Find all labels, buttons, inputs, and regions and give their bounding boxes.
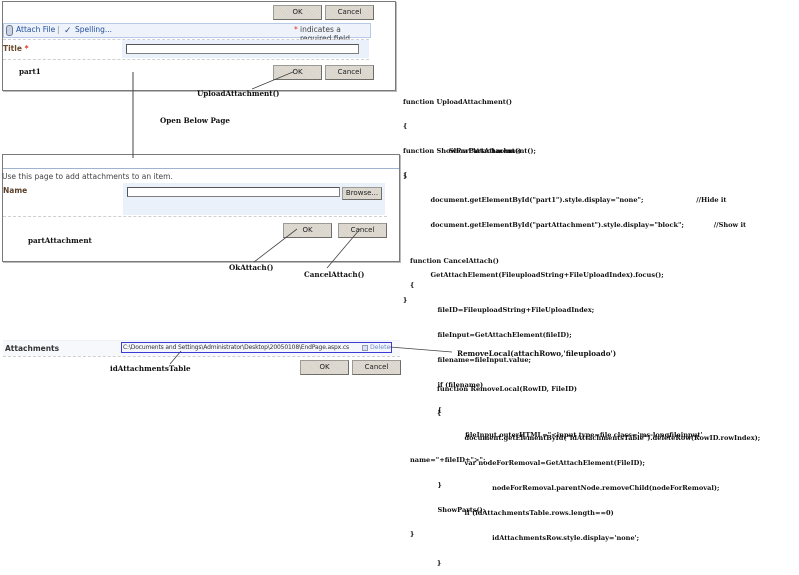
- code-line: {: [410, 281, 415, 290]
- spelling-link[interactable]: Spelling...: [75, 25, 113, 34]
- title-label: Title *: [3, 44, 29, 53]
- part-attachment-section-label: partAttachment: [28, 236, 92, 245]
- code-line: filename=fileInput.value;: [410, 356, 531, 365]
- ok-attach-button[interactable]: OK: [283, 223, 332, 238]
- cancel-attach-button[interactable]: Cancel: [338, 223, 387, 238]
- delete-link[interactable]: Delete: [370, 344, 391, 351]
- part1-section-label: part1: [19, 67, 41, 76]
- attach-file-link[interactable]: Attach File: [16, 25, 56, 34]
- remove-local-annotation: RemoveLocal(attachRowo,'fileuploado'): [457, 349, 617, 358]
- divider: [3, 59, 369, 60]
- code-line: fileInput.outerHTML="<input type=file cl…: [410, 430, 703, 439]
- code-line: function CancelAttach(): [410, 256, 499, 265]
- open-below-page-annotation: Open Below Page: [160, 116, 230, 125]
- spelling-icon: ✓: [64, 25, 72, 35]
- divider: [3, 39, 369, 40]
- upload-ok-button[interactable]: OK: [273, 65, 322, 80]
- code-line: function RemoveLocal(RowID, FileID): [437, 384, 578, 393]
- code-line: {: [403, 171, 408, 180]
- code-line: document.getElementById("part1").style.d…: [403, 196, 727, 205]
- upload-attachment-annotation: UploadAttachment(): [197, 89, 280, 98]
- required-note: indicates a required field: [300, 25, 350, 43]
- attachments-cancel-button[interactable]: Cancel: [352, 360, 401, 375]
- browse-button[interactable]: Browse...: [342, 187, 382, 200]
- code-line: idAttachmentsRow.style.display='none';: [437, 533, 640, 542]
- id-attachments-table-annotation: idAttachmentsTable: [110, 364, 191, 373]
- top-cancel-button[interactable]: Cancel: [325, 5, 374, 20]
- code-line: }: [403, 172, 408, 181]
- code-line: {: [410, 405, 442, 414]
- code-upload-attachment: function UploadAttachment() { ShowPartAt…: [403, 81, 536, 189]
- toolbar-separator: |: [57, 25, 60, 34]
- code-line: document.getElementById("partAttachment"…: [403, 221, 747, 230]
- code-line: document.getElementById("idAttachmentsTa…: [437, 434, 761, 443]
- divider: [3, 216, 387, 217]
- required-marker: *: [294, 25, 298, 34]
- code-remove-local: function RemoveLocal(RowID, FileID) { do…: [437, 368, 760, 575]
- code-line: if (idAttachmentsTable.rows.length==0): [437, 509, 614, 518]
- title-label-text: Title: [3, 44, 22, 53]
- cancel-attach-annotation: CancelAttach(): [304, 270, 365, 279]
- divider: [3, 356, 400, 357]
- paperclip-icon: [6, 25, 13, 36]
- code-line: {: [403, 122, 408, 131]
- code-line: }: [403, 295, 408, 304]
- code-line: function UploadAttachment(): [403, 97, 513, 106]
- title-required-marker: *: [24, 44, 29, 53]
- code-line: fileID=FileuploadString+FileUploadIndex;: [410, 306, 595, 315]
- code-line: var nodeForRemoval=GetAttachElement(File…: [437, 459, 645, 468]
- attachment-file-path: C:\Documents and Settings\Administrator\…: [123, 344, 349, 351]
- form-toolbar: Attach File | ✓ Spelling... * indicates …: [3, 23, 371, 43]
- instruction-text: Use this page to add attachments to an i…: [2, 172, 173, 181]
- code-line: }: [437, 558, 442, 567]
- code-line: GetAttachElement(FileuploadString+FileUp…: [403, 271, 664, 280]
- delete-icon: [362, 345, 368, 351]
- code-line: function ShowPartAttachment(): [403, 146, 522, 155]
- attachments-ok-button[interactable]: OK: [300, 360, 349, 375]
- upload-cancel-button[interactable]: Cancel: [325, 65, 374, 80]
- code-line: ShowPartAttachment();: [403, 147, 536, 156]
- title-input[interactable]: [126, 44, 359, 54]
- code-line: fileInput=GetAttachElement(fileID);: [410, 331, 572, 340]
- top-ok-button[interactable]: OK: [273, 5, 322, 20]
- attachments-table: C:\Documents and Settings\Administrator\…: [121, 342, 392, 353]
- attachments-label: Attachments: [5, 344, 60, 353]
- header-rule: [3, 168, 399, 169]
- code-line: if (filename): [410, 381, 484, 390]
- code-line: {: [437, 409, 442, 418]
- code-line: nodeForRemoval.parentNode.removeChild(no…: [437, 484, 720, 493]
- name-label: Name: [3, 186, 28, 195]
- file-name-input[interactable]: [127, 187, 340, 197]
- ok-attach-annotation: OkAttach(): [229, 263, 274, 272]
- code-show-part-attachment: function ShowPartAttachment() { document…: [403, 130, 746, 313]
